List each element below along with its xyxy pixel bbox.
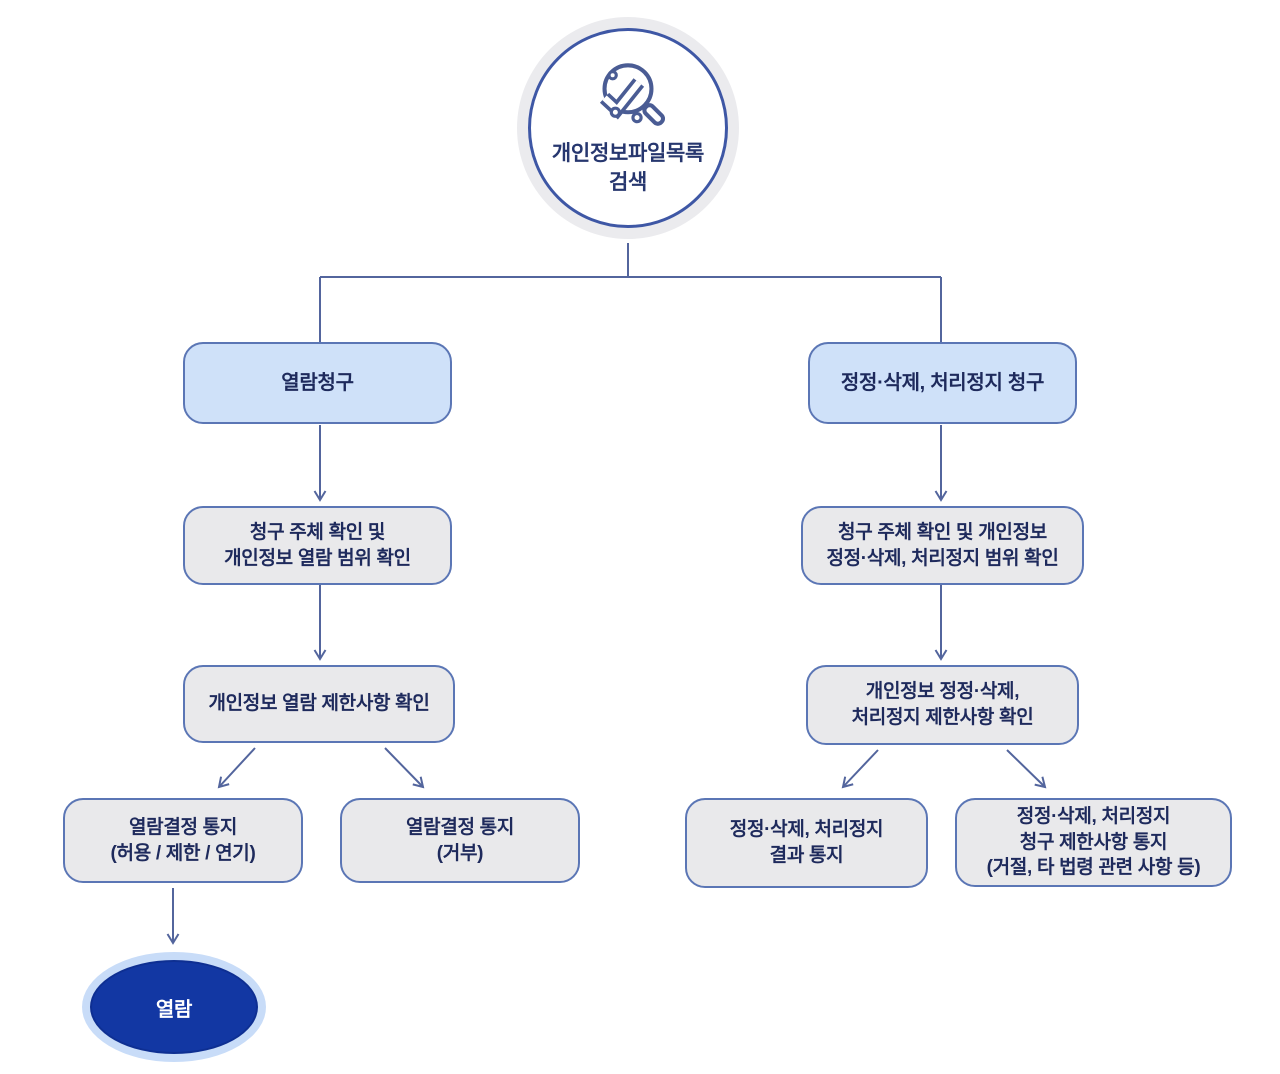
node-view-restriction: 개인정보 열람 제한사항 확인	[183, 665, 455, 743]
root-node-label: 개인정보파일목록 검색	[551, 141, 705, 194]
node-edit-verify: 청구 주체 확인 및 개인정보 정정·삭제, 처리정지 범위 확인	[801, 506, 1084, 585]
node-view-request-label: 열람청구	[281, 371, 354, 394]
node-view-notice-deny: 열람결정 통지 (거부)	[340, 798, 580, 883]
node-view-notice-allow: 열람결정 통지 (허용 / 제한 / 연기)	[63, 798, 303, 883]
node-edit-request-label: 정정·삭제, 처리정지 청구	[840, 371, 1045, 394]
node-edit-restriction-label: 개인정보 정정·삭제, 처리정지 제한사항 확인	[851, 681, 1034, 728]
edge-edit-to-restrict	[1006, 749, 1047, 789]
node-view-request: 열람청구	[183, 342, 452, 424]
node-edit-notice-restriction: 정정·삭제, 처리정지 청구 제한사항 통지 (거절, 타 법령 관련 사항 등…	[955, 798, 1232, 887]
node-edit-restriction: 개인정보 정정·삭제, 처리정지 제한사항 확인	[806, 665, 1079, 745]
node-view-notice-deny-label: 열람결정 통지 (거부)	[405, 816, 515, 864]
final-node: 열람	[90, 960, 258, 1054]
root-node: 개인정보파일목록 검색	[528, 28, 728, 228]
node-edit-notice-result-label: 정정·삭제, 처리정지 결과 통지	[729, 819, 884, 866]
node-edit-notice-result: 정정·삭제, 처리정지 결과 통지	[685, 798, 928, 888]
final-node-label: 열람	[155, 998, 193, 1021]
node-edit-verify-label: 청구 주체 확인 및 개인정보 정정·삭제, 처리정지 범위 확인	[826, 521, 1059, 569]
node-edit-request: 정정·삭제, 처리정지 청구	[808, 342, 1077, 424]
edge-edit-to-result	[841, 749, 879, 789]
root-node-ring: 개인정보파일목록 검색	[517, 17, 739, 239]
node-edit-notice-restriction-label: 정정·삭제, 처리정지 청구 제한사항 통지 (거절, 타 법령 관련 사항 등…	[986, 806, 1201, 879]
node-view-restriction-label: 개인정보 열람 제한사항 확인	[208, 693, 430, 715]
edge-view-to-allow	[217, 747, 256, 789]
node-view-verify: 청구 주체 확인 및 개인정보 열람 범위 확인	[183, 506, 452, 585]
node-view-notice-allow-label: 열람결정 통지 (허용 / 제한 / 연기)	[110, 816, 256, 864]
final-node-ring: 열람	[82, 952, 266, 1062]
node-view-verify-label: 청구 주체 확인 및 개인정보 열람 범위 확인	[224, 521, 411, 569]
edge-view-to-deny	[384, 747, 425, 789]
magnifier-check-icon	[599, 62, 666, 126]
